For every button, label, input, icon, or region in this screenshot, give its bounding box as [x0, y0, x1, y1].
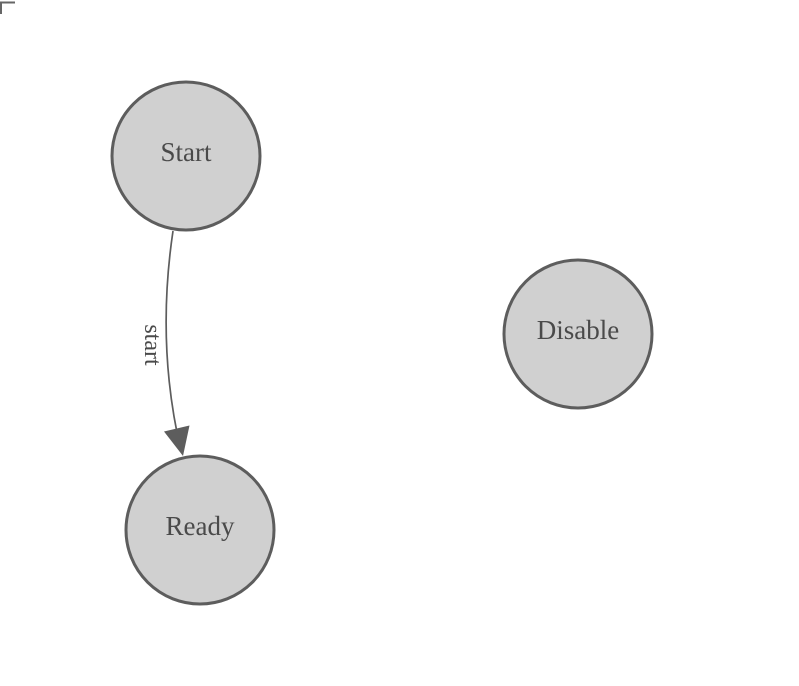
node-disable[interactable]: Disable: [502, 258, 654, 410]
node-start-circle[interactable]: [110, 80, 262, 232]
edge-line[interactable]: [165, 230, 182, 452]
edge-label[interactable]: start: [139, 324, 165, 366]
corner-marker-icon: [0, 1, 15, 14]
node-start[interactable]: Start: [110, 80, 262, 232]
edge-start-to-ready[interactable]: start: [139, 230, 190, 456]
node-disable-circle[interactable]: [502, 258, 654, 410]
arrowhead-icon: [164, 425, 190, 456]
node-start-label: Start: [161, 137, 212, 167]
node-ready-circle[interactable]: [124, 454, 276, 606]
node-ready[interactable]: Ready: [124, 454, 276, 606]
node-disable-label: Disable: [537, 315, 619, 345]
node-ready-label: Ready: [166, 511, 235, 541]
